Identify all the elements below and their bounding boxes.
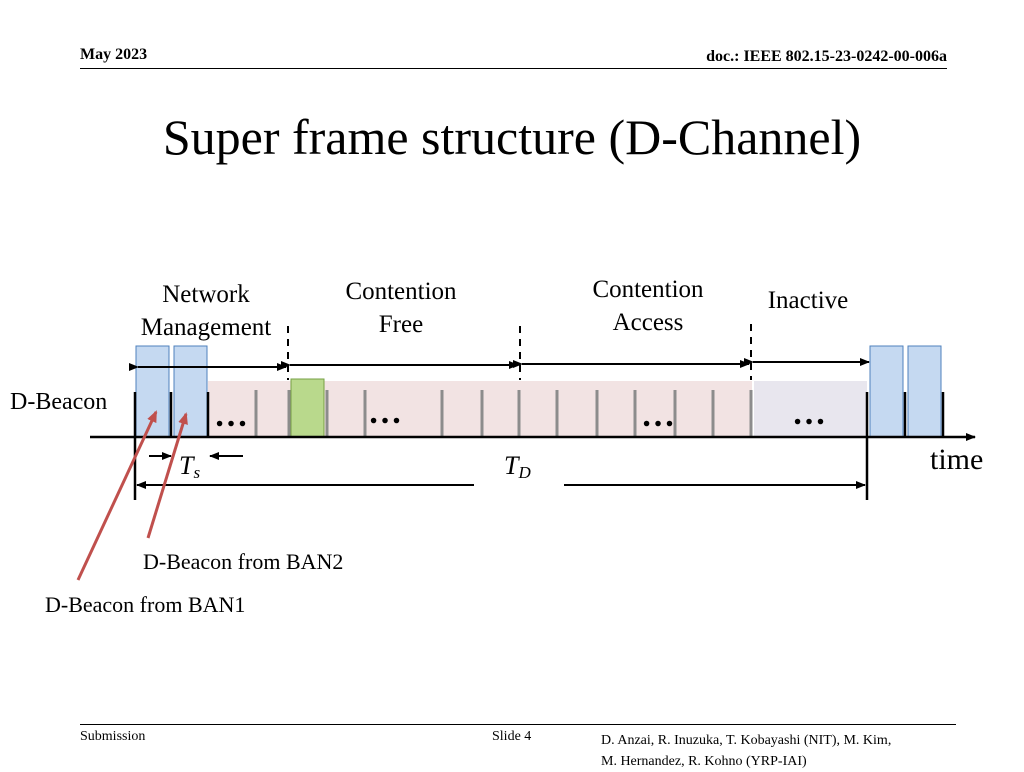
header-divider (80, 68, 947, 69)
label-network-management: Network (162, 281, 250, 308)
footer-authors-line: M. Hernandez, R. Kohno (YRP-IAI) (601, 754, 807, 769)
label-contention-access: Access (613, 309, 684, 336)
label-beacon-ban1: D-Beacon from BAN1 (45, 592, 245, 617)
d-beacon-next-ban2 (907, 345, 942, 438)
label-d-beacon: D-Beacon (10, 389, 107, 415)
label-beacon-ban2: D-Beacon from BAN2 (143, 549, 343, 574)
slot-dividers (254, 390, 753, 437)
label-contention-free: Contention (345, 278, 457, 305)
label-inactive: Inactive (768, 287, 849, 314)
ellipsis-cf: … (368, 394, 402, 431)
beacon-boundaries (133, 392, 945, 437)
label-ts: Ts (179, 451, 200, 482)
footer-divider (80, 724, 956, 725)
header-date: May 2023 (80, 46, 148, 63)
label-contention-free: Free (379, 311, 423, 338)
ellipsis-nm: … (214, 397, 248, 434)
footer-slide-number: Slide 4 (492, 729, 532, 744)
label-network-management: Management (141, 314, 272, 341)
d-beacon-ban1 (135, 345, 170, 438)
section-separators (287, 324, 752, 380)
ellipsis-ca: … (641, 397, 675, 434)
slide-title: Super frame structure (D-Channel) (162, 109, 862, 165)
label-time: time (930, 443, 983, 476)
inactive-period-region (754, 381, 867, 437)
label-contention-access: Contention (592, 276, 704, 303)
header-doc-id: doc.: IEEE 802.15-23-0242-00-006a (706, 48, 947, 65)
footer-authors: D. Anzai, R. Inuzuka, T. Kobayashi (NIT)… (601, 730, 891, 772)
label-td: TD (504, 451, 531, 482)
footer-authors-line: D. Anzai, R. Inuzuka, T. Kobayashi (NIT)… (601, 733, 892, 748)
d-beacon-ban2 (173, 345, 208, 438)
footer-submission: Submission (80, 729, 146, 744)
gts-slot (290, 378, 325, 438)
ellipsis-inactive: … (792, 395, 826, 432)
pointer-ban1 (76, 410, 158, 581)
pointer-ban2 (146, 412, 188, 539)
d-beacon-next-ban1 (869, 345, 904, 438)
